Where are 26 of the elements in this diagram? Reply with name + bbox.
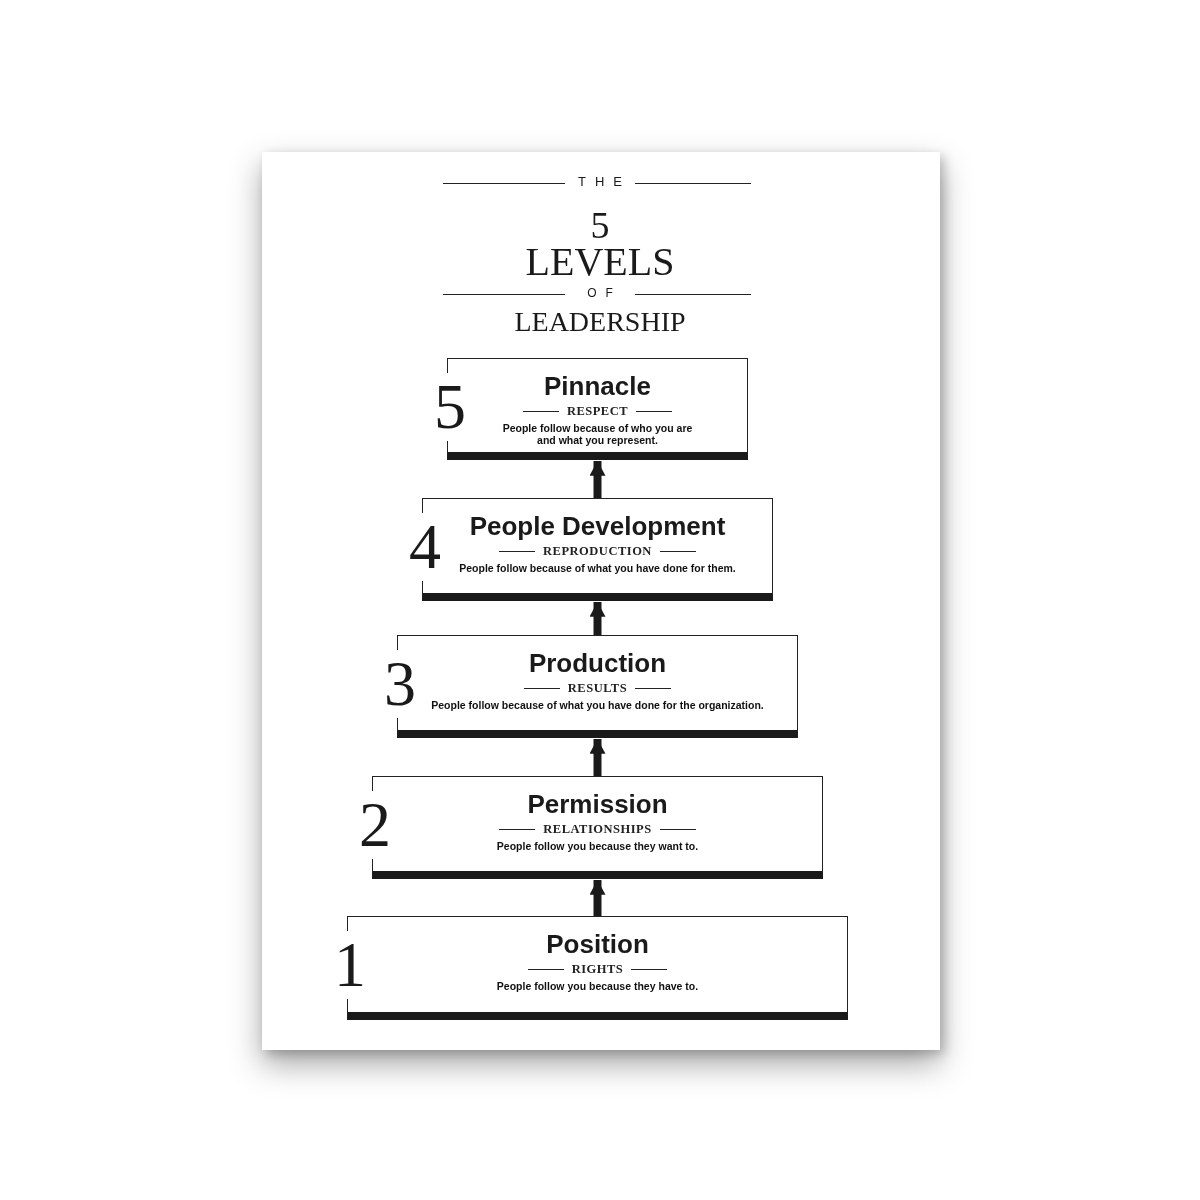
arrow xyxy=(589,602,606,635)
level-description: People follow because of what you have done for them. xyxy=(459,562,736,574)
level-title: Pinnacle xyxy=(544,371,651,401)
level-number: 2 xyxy=(359,791,391,859)
title-word: LEADERSHIP xyxy=(514,306,686,337)
level-description: People follow you because they have to. xyxy=(496,980,699,992)
level-number: 4 xyxy=(409,513,441,581)
level-title: Production xyxy=(528,648,667,678)
level-description: People follow because of what you have done for the organization. xyxy=(431,699,764,711)
level-description: People follow you because they want to. xyxy=(496,840,699,852)
level-keyword: RIGHTS xyxy=(571,962,624,977)
level-title: People Development xyxy=(469,511,726,541)
level-keyword: RESPECT xyxy=(566,404,629,419)
title-word: THE xyxy=(578,174,631,189)
title-word: OF xyxy=(587,286,622,300)
level-number: 5 xyxy=(434,373,466,441)
level-keyword: RELATIONSHIPS xyxy=(543,822,652,837)
level-title: Permission xyxy=(527,789,668,819)
level-keyword: RESULTS xyxy=(567,681,628,696)
level-number: 3 xyxy=(384,650,416,718)
arrow xyxy=(589,880,606,916)
arrow xyxy=(589,461,606,498)
level-description: People follow because of who you are and what you represent. xyxy=(501,422,694,446)
level-keyword: REPRODUCTION xyxy=(543,544,652,559)
level-title: Position xyxy=(546,929,649,959)
arrow xyxy=(589,739,606,776)
